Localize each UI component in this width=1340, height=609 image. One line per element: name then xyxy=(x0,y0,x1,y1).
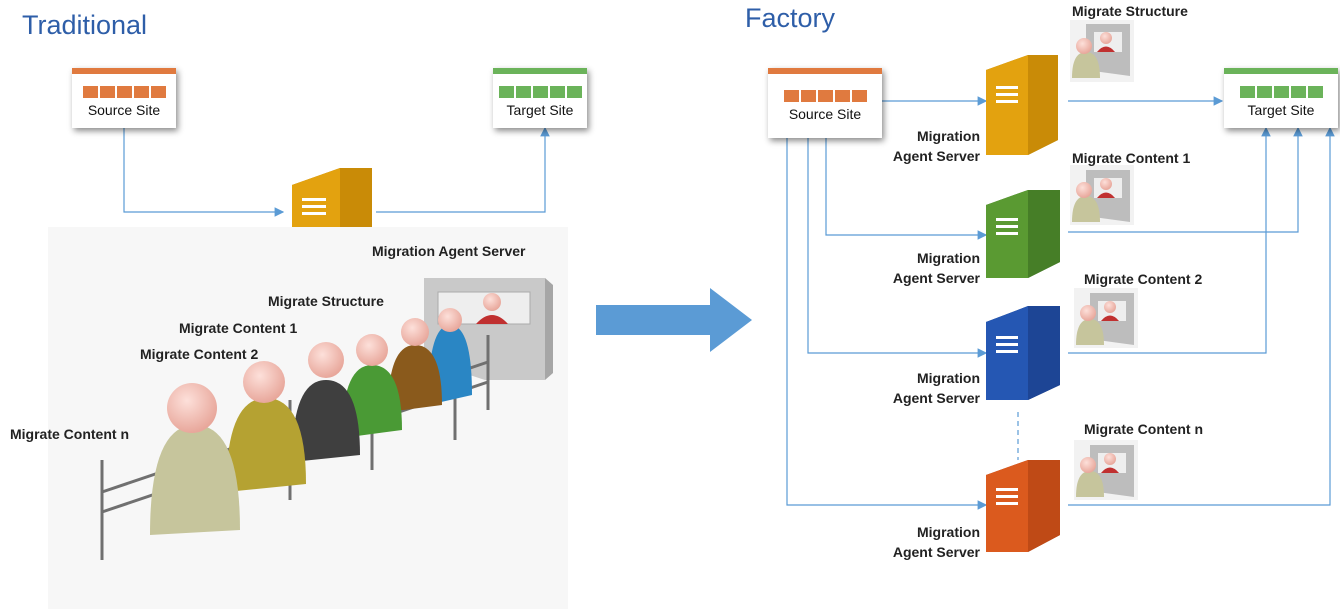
queue-label-content-2: Migrate Content 2 xyxy=(140,346,259,362)
task-label-content-1: Migrate Content 1 xyxy=(1072,150,1191,166)
server-label-structure: Migration Agent Server xyxy=(880,126,980,166)
traditional-title: Traditional xyxy=(22,10,148,40)
left-server-label: Migration Agent Server xyxy=(372,243,526,259)
server-label-line1: Migration xyxy=(917,524,980,540)
server-label-content-1: Migration Agent Server xyxy=(880,248,980,288)
left-connectors xyxy=(123,126,550,217)
server-label-content-2: Migration Agent Server xyxy=(880,368,980,408)
factory-title: Factory xyxy=(745,3,836,33)
server-label-line2: Agent Server xyxy=(892,148,980,164)
left-source-site-label: Source Site xyxy=(87,102,161,118)
server-label-line1: Migration xyxy=(917,128,980,144)
mini-booth-content-1 xyxy=(1070,165,1134,225)
mini-booth-structure xyxy=(1070,20,1134,82)
queue-label-structure: Migrate Structure xyxy=(268,293,384,309)
right-target-site-label: Target Site xyxy=(1247,102,1315,118)
server-structure xyxy=(986,55,1058,155)
queue-label-content-n: Migrate Content n xyxy=(10,426,129,442)
left-source-site: Source Site xyxy=(72,68,176,128)
server-label-line2: Agent Server xyxy=(892,390,980,406)
server-label-line2: Agent Server xyxy=(892,544,980,560)
server-label-line1: Migration xyxy=(917,370,980,386)
queue-people xyxy=(150,308,472,535)
queue-label-content-1: Migrate Content 1 xyxy=(179,320,298,336)
left-target-site: Target Site xyxy=(493,68,587,128)
right-source-site-label: Source Site xyxy=(788,106,862,122)
server-content-n xyxy=(986,460,1060,552)
server-label-content-n: Migration Agent Server xyxy=(880,522,980,562)
server-content-2 xyxy=(986,306,1060,400)
mini-booth-content-n xyxy=(1074,440,1138,500)
server-label-line2: Agent Server xyxy=(892,270,980,286)
left-target-site-label: Target Site xyxy=(506,102,574,118)
transition-arrow xyxy=(596,288,752,352)
task-label-content-n: Migrate Content n xyxy=(1084,421,1203,437)
mini-booth-content-2 xyxy=(1074,288,1138,348)
right-connectors xyxy=(786,96,1335,510)
server-label-line1: Migration xyxy=(917,250,980,266)
task-label-structure: Migrate Structure xyxy=(1072,3,1188,19)
right-source-site: Source Site xyxy=(768,68,882,138)
right-target-site: Target Site xyxy=(1224,68,1338,128)
server-content-1 xyxy=(986,190,1060,278)
task-label-content-2: Migrate Content 2 xyxy=(1084,271,1203,287)
